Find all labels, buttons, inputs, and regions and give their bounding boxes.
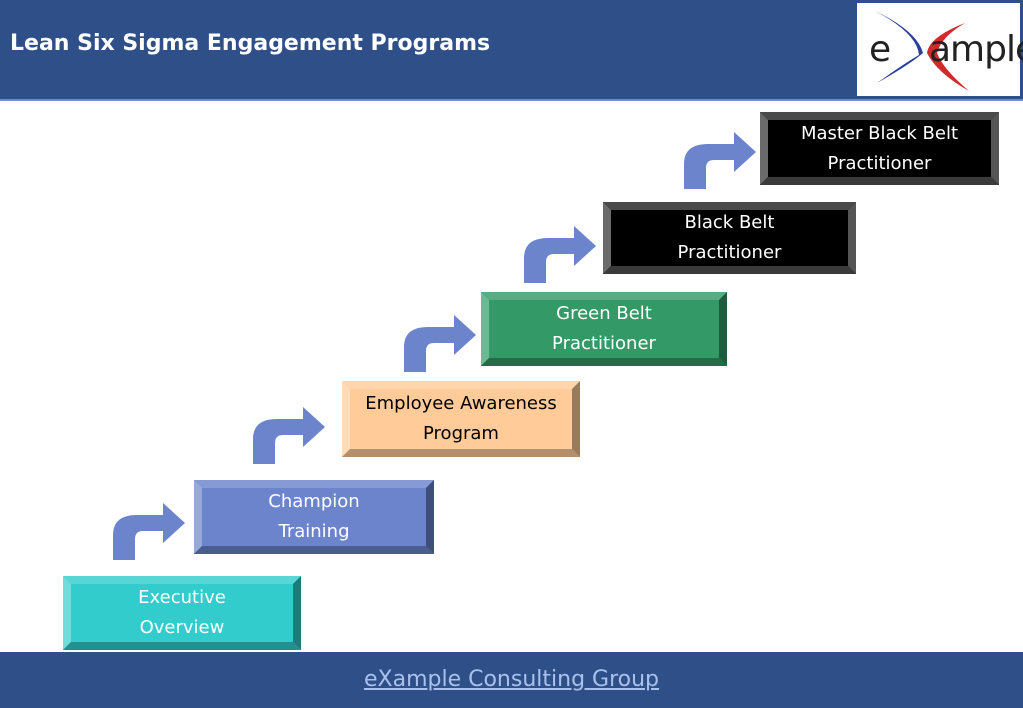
- footer-bar: eXample Consulting Group: [0, 652, 1023, 708]
- page-title: Lean Six Sigma Engagement Programs: [10, 31, 491, 56]
- step-champion-training: Champion Training: [194, 480, 434, 554]
- step-label: Green Belt Practitioner: [552, 303, 656, 354]
- step-executive-overview: Executive Overview: [63, 576, 301, 650]
- step-black-belt-practitioner: Black Belt Practitioner: [603, 202, 856, 274]
- logo-swoosh-icon: [875, 11, 969, 91]
- bent-up-arrow-icon: [253, 407, 325, 464]
- step-label: Executive Overview: [138, 587, 226, 638]
- company-link[interactable]: eXample Consulting Group: [363, 667, 660, 692]
- logo-text-e: e: [869, 29, 892, 70]
- step-employee-awareness-program: Employee Awareness Program: [342, 381, 580, 457]
- step-green-belt-practitioner: Green Belt Practitioner: [481, 292, 727, 366]
- logo-text-ample: ample: [929, 29, 1023, 70]
- step-label: Employee Awareness Program: [365, 393, 557, 444]
- company-logo: e ample: [857, 3, 1023, 96]
- bent-up-arrow-icon: [113, 503, 185, 560]
- step-master-black-belt-practitioner: Master Black Belt Practitioner: [760, 112, 999, 185]
- step-label: Master Black Belt Practitioner: [800, 122, 959, 174]
- bent-up-arrow-icon: [524, 226, 596, 283]
- header-bar: Lean Six Sigma Engagement Programs e amp…: [0, 0, 1023, 101]
- step-label: Champion Training: [268, 491, 360, 542]
- bent-up-arrow-icon: [684, 132, 756, 189]
- bent-up-arrow-icon: [404, 315, 476, 372]
- step-label: Black Belt Practitioner: [677, 212, 782, 263]
